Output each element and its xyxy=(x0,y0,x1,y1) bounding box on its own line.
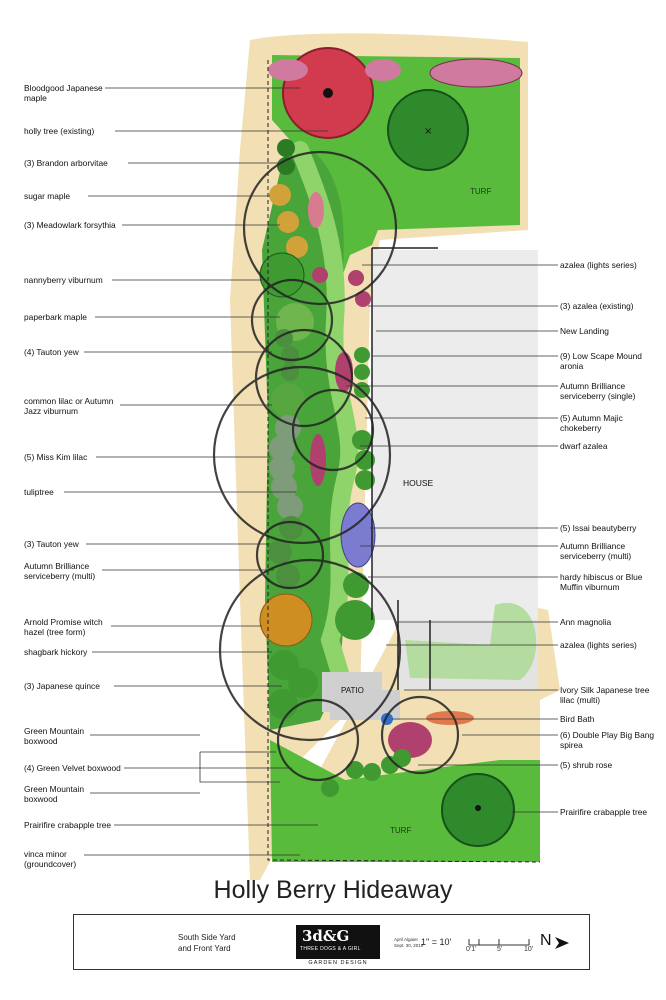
label-vinca-minor: vinca minor (groundcover) xyxy=(24,849,77,869)
scale-bar xyxy=(468,939,530,946)
label-azalea-lights-1: azalea (lights series) xyxy=(560,260,637,270)
scale-tick-10: 10' xyxy=(524,946,534,953)
label-bloodgood-maple: Bloodgood Japanese maple xyxy=(24,83,103,103)
label-sugar-maple: sugar maple xyxy=(24,191,71,201)
label-chokeberry: (5) Autumn Majic chokeberry xyxy=(560,413,623,433)
turf-bottom-label: TURF xyxy=(390,826,412,835)
label-serviceberry-single: Autumn Brilliance serviceberry (single) xyxy=(560,381,636,401)
patio-label: PATIO xyxy=(341,686,364,695)
label-serviceberry-multi-right: Autumn Brilliance serviceberry (multi) xyxy=(560,541,632,561)
pink-bed-top-right xyxy=(429,58,523,88)
plan-title: Holly Berry Hideaway xyxy=(213,876,453,904)
label-paperbark-maple: paperbark maple xyxy=(24,312,87,322)
label-witch-hazel: Arnold Promise witch hazel (tree form) xyxy=(24,617,103,637)
witch-hazel xyxy=(259,593,313,647)
logo-main: 3d&G xyxy=(302,927,350,945)
title-block: South Side Yard and Front Yard 3d&G THRE… xyxy=(73,914,590,970)
logo-strip: GARDEN DESIGN xyxy=(308,960,368,966)
logo: 3d&G THREE DOGS & A GIRL xyxy=(296,925,380,959)
label-tauton-yew-4: (4) Tauton yew xyxy=(24,347,79,357)
label-new-landing: New Landing xyxy=(560,326,609,336)
label-green-mountain-boxwood-2: Green Mountain boxwood xyxy=(24,784,85,804)
label-common-lilac: common lilac or Autumn Jazz viburnum xyxy=(24,396,114,416)
label-shrub-rose: (5) shrub rose xyxy=(560,760,613,770)
scale-tick-0: 0'1' xyxy=(466,946,477,953)
label-spirea: (6) Double Play Big Bang spirea xyxy=(560,730,655,750)
label-aronia: (9) Low Scape Mound aronia xyxy=(560,351,642,371)
turf-top-label: TURF xyxy=(470,187,492,196)
label-serviceberry-multi-left: Autumn Brilliance serviceberry (multi) xyxy=(24,561,96,581)
shagbark-hickory xyxy=(269,650,299,680)
label-prairifire-crabapple-left: Prairifire crabapple tree xyxy=(24,820,112,830)
label-green-mountain-boxwood-1: Green Mountain boxwood xyxy=(24,726,85,746)
designer-credit: April Algaier Sept. 30, 2019 xyxy=(394,937,424,948)
label-japanese-quince: (3) Japanese quince xyxy=(24,681,100,691)
label-hardy-hibiscus: hardy hibiscus or Blue Muffin viburnum xyxy=(560,572,643,592)
north-arrow-icon xyxy=(555,937,569,949)
label-ivory-silk-lilac: Ivory Silk Japanese tree lilac (multi) xyxy=(560,685,650,705)
label-green-velvet-boxwood: (4) Green Velvet boxwood xyxy=(24,763,121,773)
north-label: N xyxy=(540,932,552,949)
logo-sub: THREE DOGS & A GIRL xyxy=(300,946,361,952)
label-azalea-lights-2: azalea (lights series) xyxy=(560,640,637,650)
label-miss-kim-lilac: (5) Miss Kim lilac xyxy=(24,452,88,462)
label-forsythia: (3) Meadowlark forsythia xyxy=(24,220,116,230)
label-ann-magnolia: Ann magnolia xyxy=(560,617,612,627)
label-tauton-yew-3: (3) Tauton yew xyxy=(24,539,79,549)
label-shagbark-hickory: shagbark hickory xyxy=(24,647,88,657)
svg-text:×: × xyxy=(424,126,432,137)
serviceberry-right xyxy=(335,600,375,640)
label-azalea-existing: (3) azalea (existing) xyxy=(560,301,634,311)
house xyxy=(372,250,538,620)
garden-path xyxy=(291,141,359,699)
holly-tree xyxy=(387,89,469,171)
label-tuliptree: tuliptree xyxy=(24,487,54,497)
label-beautyberry: (5) Issai beautyberry xyxy=(560,523,637,533)
label-bird-bath: Bird Bath xyxy=(560,714,595,724)
scale-text: 1" = 10' xyxy=(421,937,452,947)
label-dwarf-azalea: dwarf azalea xyxy=(560,441,608,451)
forsythia xyxy=(269,184,291,206)
label-holly-tree: holly tree (existing) xyxy=(24,126,95,136)
scale-tick-5: 5' xyxy=(497,946,503,953)
title-block-subtitle: South Side Yard and Front Yard xyxy=(178,933,236,953)
pink-bed-top-left xyxy=(268,59,308,81)
label-nannyberry: nannyberry viburnum xyxy=(24,275,103,285)
label-prairifire-crabapple-right: Prairifire crabapple tree xyxy=(560,807,648,817)
label-brandon-arborvitae: (3) Brandon arborvitae xyxy=(24,158,108,168)
house-label: HOUSE xyxy=(403,478,434,488)
